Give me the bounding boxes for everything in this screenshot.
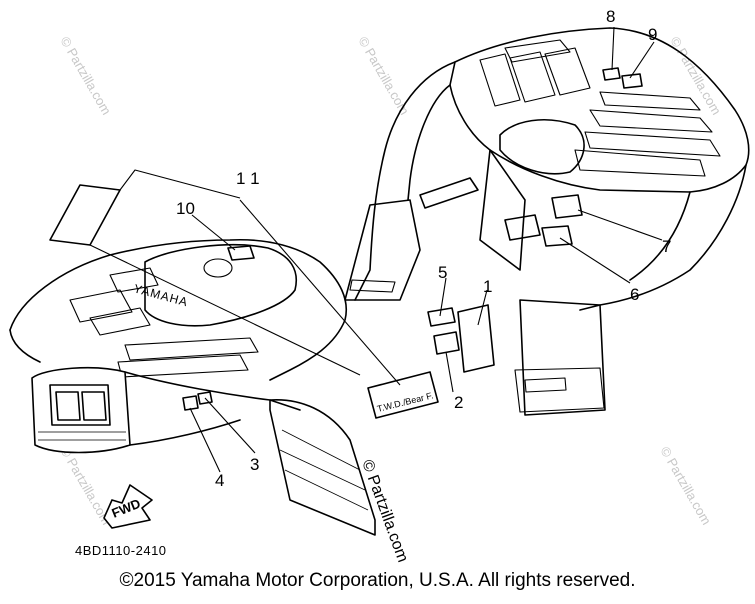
callout-7: 7 [662, 237, 671, 256]
callout-8: 8 [606, 7, 615, 26]
decal-11-sheet [49, 169, 361, 376]
decal-11-sticker: T.W.D./Bear F. [367, 371, 439, 419]
decal-4 [182, 395, 199, 411]
decal-2 [433, 331, 460, 355]
decal-8 [602, 67, 621, 81]
callout-4: 4 [215, 471, 224, 490]
decal-7 [551, 194, 583, 219]
front-fender: YAMAHA [9, 238, 376, 536]
callout-11: 1 1 [236, 169, 260, 188]
diagram-code: 4BD1110-2410 [75, 543, 167, 558]
watermark-bottom-right: © Partzilla.com [657, 444, 714, 527]
rear-fender [344, 27, 750, 416]
callout-numbers: 1 2 3 4 5 6 7 8 9 10 1 1 [176, 7, 671, 490]
decal-5 [427, 307, 456, 327]
callout-9: 9 [648, 25, 657, 44]
fwd-arrow: FWD [103, 484, 153, 529]
decal-9 [621, 73, 643, 89]
callout-1: 1 [483, 277, 492, 296]
callout-5: 5 [438, 263, 447, 282]
watermark-center: © Partzilla.com [358, 458, 411, 565]
watermark-top-left: © Partzilla.com [57, 34, 114, 117]
callout-2: 2 [454, 393, 463, 412]
copyright-footer: ©2015 Yamaha Motor Corporation, U.S.A. A… [119, 570, 636, 591]
callout-3: 3 [250, 455, 259, 474]
leader-lines [189, 26, 663, 473]
callout-10: 10 [176, 199, 195, 218]
decal-1 [457, 304, 495, 373]
callout-6: 6 [630, 285, 639, 304]
